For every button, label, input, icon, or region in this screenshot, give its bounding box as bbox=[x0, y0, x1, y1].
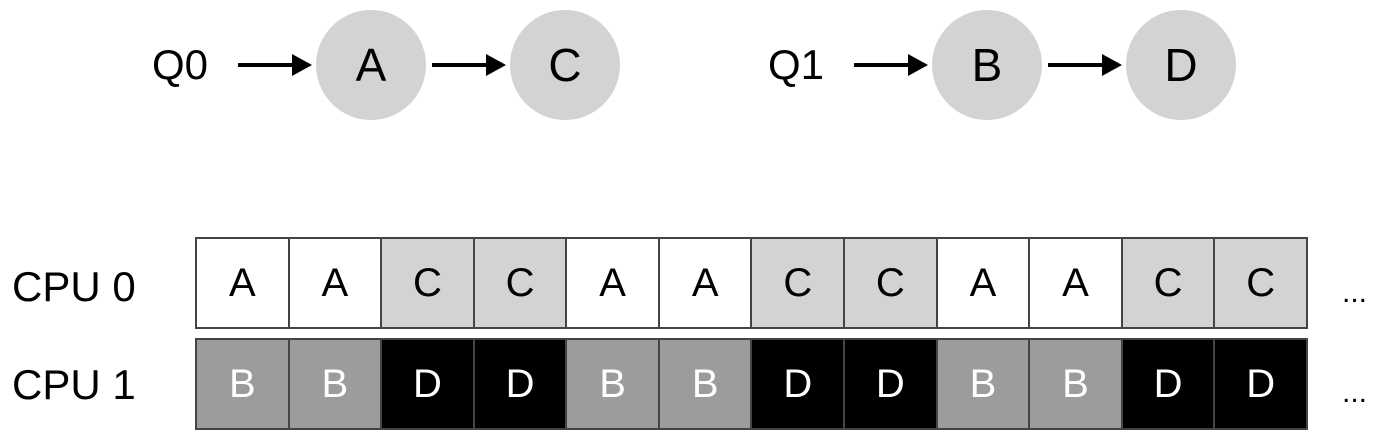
time-slot: D bbox=[1122, 340, 1216, 428]
time-slot: C bbox=[1122, 239, 1216, 327]
job-node-label: D bbox=[1164, 39, 1198, 91]
job-node: C bbox=[510, 10, 620, 120]
time-slot: B bbox=[659, 340, 753, 428]
arrow-icon bbox=[236, 50, 316, 80]
arrow-icon bbox=[1046, 50, 1126, 80]
time-slot: A bbox=[197, 239, 290, 327]
cpu-label: CPU 1 bbox=[12, 361, 136, 408]
time-slot: A bbox=[289, 239, 383, 327]
arrow-icon bbox=[430, 50, 510, 80]
job-node-label: C bbox=[548, 39, 582, 91]
time-slot: C bbox=[474, 239, 568, 327]
cpu-label: CPU 0 bbox=[12, 263, 136, 310]
time-slot: D bbox=[474, 340, 568, 428]
time-slot: C bbox=[752, 239, 846, 327]
queue-label: Q1 bbox=[768, 41, 825, 88]
job-node: B bbox=[932, 10, 1042, 120]
time-slot: B bbox=[567, 340, 660, 428]
time-slot: B bbox=[1030, 340, 1123, 428]
time-slot: C bbox=[382, 239, 475, 327]
job-node-label: A bbox=[355, 39, 387, 91]
job-node-label: B bbox=[971, 39, 1003, 91]
arrow-icon bbox=[852, 50, 932, 80]
job-node: A bbox=[316, 10, 426, 120]
job-node: D bbox=[1126, 10, 1236, 120]
time-slot: A bbox=[937, 239, 1031, 327]
time-slot: D bbox=[382, 340, 475, 428]
ellipsis: ... bbox=[1342, 276, 1368, 309]
time-slot: D bbox=[845, 340, 938, 428]
queue-q1: Q1 B D bbox=[768, 10, 1236, 120]
queue-label: Q0 bbox=[152, 41, 209, 88]
time-slot: D bbox=[752, 340, 846, 428]
queue-q0: Q0 A C bbox=[152, 10, 620, 120]
time-slot: D bbox=[1215, 340, 1306, 428]
time-slot: B bbox=[197, 340, 290, 428]
time-slot: C bbox=[1215, 239, 1306, 327]
time-slot: C bbox=[845, 239, 938, 327]
time-slot: B bbox=[289, 340, 383, 428]
ellipsis: ... bbox=[1342, 376, 1368, 409]
time-slot: B bbox=[937, 340, 1031, 428]
time-slot: A bbox=[567, 239, 660, 327]
time-slot: A bbox=[1030, 239, 1123, 327]
time-slot: A bbox=[659, 239, 753, 327]
